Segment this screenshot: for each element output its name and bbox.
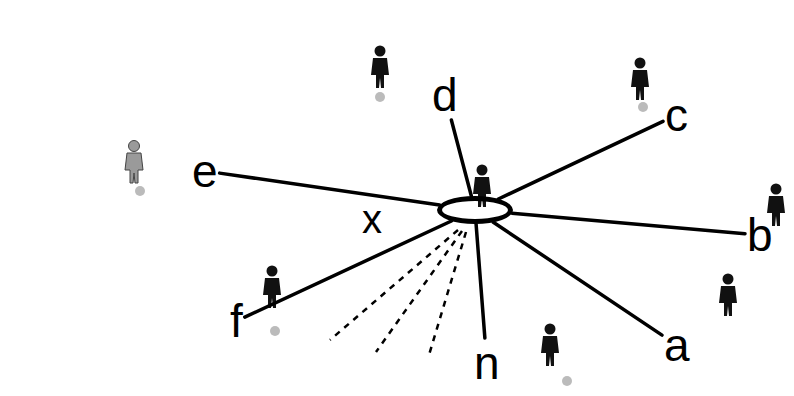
ground-dots [135, 92, 648, 386]
pale-person [125, 141, 143, 184]
person-label: c [663, 90, 690, 140]
link-line [245, 221, 452, 317]
person-label: f [228, 296, 245, 346]
letter-label: n [474, 340, 500, 386]
people [263, 46, 785, 367]
letter-label: x [362, 199, 382, 239]
person-label: b [745, 210, 775, 260]
letter-label: a [664, 322, 690, 368]
letter-label: e [192, 148, 218, 194]
person-label: d [430, 70, 460, 120]
center-ring: x [437, 196, 513, 224]
letter-label: b [747, 212, 773, 258]
link-line [220, 173, 440, 205]
link-line [512, 213, 745, 233]
link-line [451, 120, 471, 196]
person-label: n [472, 338, 502, 388]
person-label: a [662, 320, 692, 370]
dotted-lines [330, 230, 466, 355]
letter-label: f [230, 298, 243, 344]
person-label: e [190, 146, 220, 196]
link-line [498, 121, 663, 199]
letter-label: d [432, 72, 458, 118]
link-line [476, 224, 485, 338]
letter-label: c [665, 92, 688, 138]
link-line [493, 222, 662, 335]
